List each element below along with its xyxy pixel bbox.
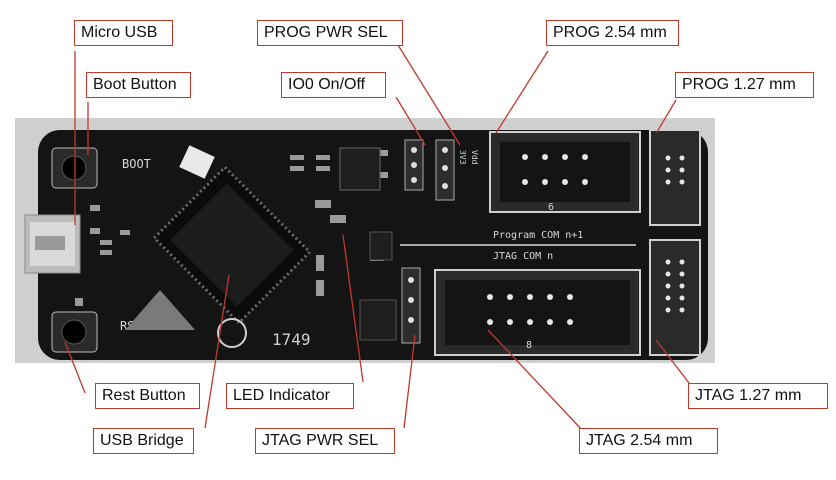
prog-pin-label-d: Vdd	[470, 150, 479, 165]
jtag-254-header[interactable]	[434, 269, 641, 356]
jtag-254-label: JTAG 2.54 mm	[579, 428, 718, 454]
prog-127-header[interactable]	[649, 129, 701, 226]
prog-pwr-jumper[interactable]	[435, 139, 455, 201]
esd-warning-icon	[125, 290, 195, 330]
pb-free-icon	[217, 318, 247, 348]
prog-254-header[interactable]	[489, 131, 641, 213]
soic-chip	[339, 147, 381, 191]
jtag-pwr-jumper[interactable]	[401, 267, 421, 344]
prog-127-label: PROG 1.27 mm	[675, 72, 814, 98]
date-code-silk: 1749	[272, 330, 311, 349]
small-chip	[369, 231, 393, 261]
program-com-silk: Program COM n+1	[493, 230, 583, 241]
usb-bridge-label: USB Bridge	[93, 428, 194, 454]
led-indicator-label: LED Indicator	[226, 383, 354, 409]
io0-onoff-label: IO0 On/Off	[281, 72, 386, 98]
prog-254-label: PROG 2.54 mm	[546, 20, 679, 46]
prog-pwr-sel-label: PROG PWR SEL	[257, 20, 403, 46]
jtag-pwr-sel-label: JTAG PWR SEL	[255, 428, 395, 454]
usb-bridge-chip	[152, 165, 312, 325]
rest-button-label: Rest Button	[95, 383, 200, 409]
jtag-header-num-silk: 8	[526, 340, 532, 351]
jtag-127-label: JTAG 1.27 mm	[688, 383, 828, 409]
micro-usb-connector	[24, 214, 81, 274]
jtag-127-header[interactable]	[649, 239, 701, 356]
jtag-com-silk: JTAG COM n	[493, 251, 553, 262]
prog-header-num-silk: 6	[548, 202, 554, 213]
callout-lines	[64, 44, 690, 433]
io0-jumper[interactable]	[404, 139, 424, 191]
micro-usb-label: Micro USB	[74, 20, 173, 46]
prog-pin-label-b: 3V3	[458, 150, 467, 165]
regulator-chip	[359, 299, 397, 341]
reset-button[interactable]	[51, 311, 98, 353]
boot-button-label: Boot Button	[86, 72, 191, 98]
boot-silk: BOOT	[122, 157, 151, 171]
led-indicator	[179, 145, 215, 179]
